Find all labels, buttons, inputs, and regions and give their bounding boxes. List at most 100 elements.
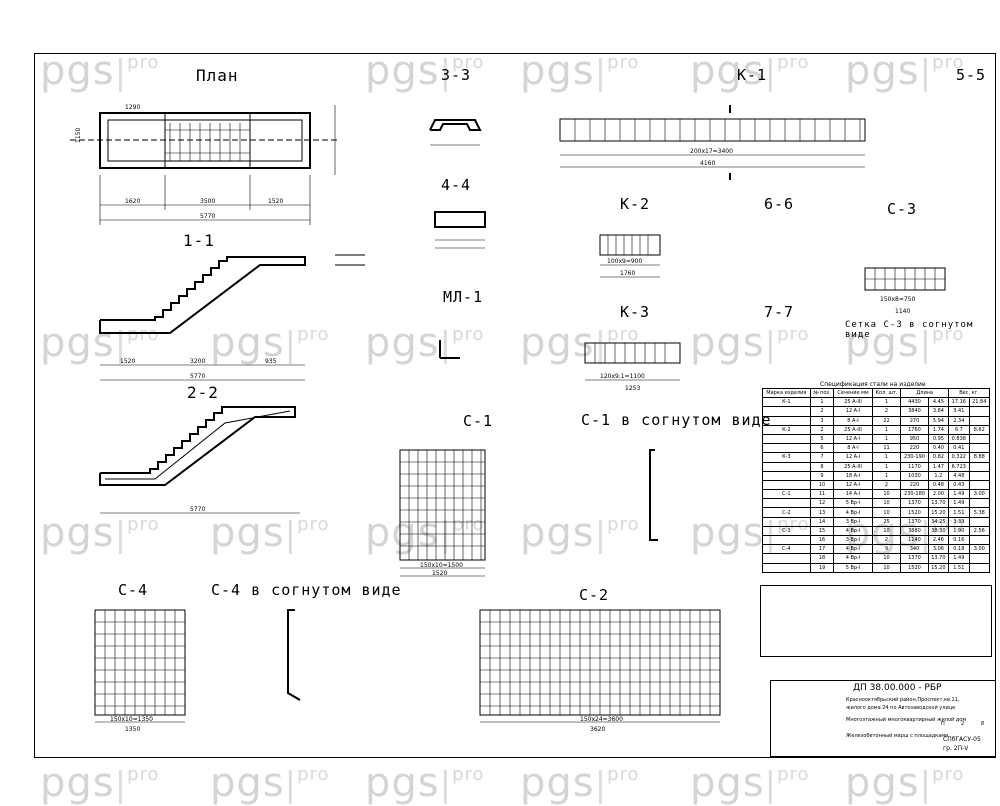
table-cell-tot: 0.43 bbox=[948, 479, 970, 491]
table-cell-tot: 2.34 bbox=[948, 415, 970, 426]
table-cell-pos: 13 bbox=[809, 507, 835, 518]
table-cell-pos: 15 bbox=[809, 525, 835, 537]
table-cell-sec: 18 А-I bbox=[833, 470, 873, 481]
sheet-number: 2 bbox=[961, 721, 965, 727]
table-cell-tot: 3.39 bbox=[948, 516, 970, 527]
c4-bent-drawing bbox=[287, 609, 301, 701]
table-cell-sum: 5.38 bbox=[968, 507, 991, 518]
table-cell-qty: 1 bbox=[871, 452, 902, 463]
table-cell-len: 1170 bbox=[900, 461, 929, 472]
table-cell-w: 4.45 bbox=[927, 397, 950, 408]
table-cell-sec: 8 А-I bbox=[833, 443, 873, 454]
table-cell-sum bbox=[968, 461, 991, 472]
c1-bent-drawing bbox=[649, 449, 658, 541]
table-cell-tot: 1.90 bbox=[948, 525, 970, 537]
table-cell-sec: 14 А-I bbox=[833, 489, 873, 500]
table-cell-w: 0.40 bbox=[927, 443, 950, 454]
table-cell-sec: 25 А-III bbox=[833, 461, 873, 472]
view-title-k1: К-1 bbox=[737, 66, 768, 84]
view-title-c1-bent: С-1 в согнутом виде bbox=[581, 411, 772, 429]
svg-text:3620: 3620 bbox=[590, 726, 605, 733]
group: гр. 2П-V bbox=[943, 745, 969, 752]
view-title-section-6-6: 6-6 bbox=[764, 195, 795, 213]
table-cell-qty: 1 bbox=[871, 424, 902, 435]
table-cell-tot: 1.49 bbox=[948, 498, 970, 509]
section-4-4-drawing bbox=[434, 211, 486, 249]
table-cell-qty: 10 bbox=[871, 562, 902, 573]
table-cell-pos: 7 bbox=[809, 452, 835, 463]
table-cell-mark bbox=[762, 443, 811, 454]
svg-text:1760: 1760 bbox=[620, 270, 635, 277]
table-cell-tot: 0.16 bbox=[948, 534, 970, 546]
table-cell-tot: 0.322 bbox=[948, 452, 970, 463]
table-cell-sum bbox=[968, 433, 991, 445]
table-cell-pos: 12 bbox=[809, 498, 835, 509]
table-cell-w: 34.25 bbox=[927, 516, 950, 527]
table-cell-mark: К-3 bbox=[762, 452, 811, 463]
table-cell-sec: 4 Вр-I bbox=[833, 525, 873, 537]
table-cell-pos: 8 bbox=[809, 461, 835, 472]
table-cell-len: 230-180 bbox=[900, 489, 929, 500]
table-cell-sum bbox=[968, 406, 991, 417]
table-cell-qty: 11 bbox=[871, 443, 902, 454]
address-line-1: Краснооктябрьский район,Проспект,кв.11, bbox=[846, 697, 960, 703]
view-title-plan: План bbox=[196, 66, 239, 85]
table-cell-mark bbox=[762, 406, 811, 417]
address-line-2: жилого дома 24 по Автозаводской улице bbox=[846, 705, 956, 711]
table-cell-sec: 12 А-I bbox=[833, 433, 873, 445]
table-cell-w: 15.20 bbox=[927, 507, 950, 518]
svg-text:4160: 4160 bbox=[700, 160, 715, 167]
table-cell-sec: 8 А-I bbox=[833, 415, 873, 426]
c1-mesh-drawing: 150x10=1500 1520 bbox=[399, 449, 486, 577]
table-cell-mark bbox=[762, 415, 811, 426]
table-cell-len: 220 bbox=[900, 443, 929, 454]
svg-text:150x10=1500: 150x10=1500 bbox=[420, 562, 463, 569]
table-cell-w: 3.06 bbox=[927, 544, 950, 555]
table-cell-tot: 6.723 bbox=[948, 461, 970, 472]
svg-text:3500: 3500 bbox=[200, 198, 215, 205]
table-cell-pos: 2 bbox=[809, 424, 835, 435]
c2-mesh-drawing: 150x24=3600 3620 bbox=[479, 609, 721, 733]
table-cell-tot: 0.41 bbox=[948, 443, 970, 454]
view-title-c4: С-4 bbox=[118, 581, 149, 599]
table-cell-mark: К-2 bbox=[762, 424, 811, 435]
table-cell-w: 3.84 bbox=[927, 406, 950, 417]
view-title-c2: С-2 bbox=[579, 586, 610, 604]
svg-text:120x9.1=1100: 120x9.1=1100 bbox=[600, 373, 645, 380]
table-cell-tot: 0.18 bbox=[948, 544, 970, 555]
table-cell-len: 1520 bbox=[900, 507, 929, 518]
svg-text:5770: 5770 bbox=[200, 213, 215, 220]
stage-value: П bbox=[941, 721, 945, 727]
table-cell-mark: С-2 bbox=[762, 507, 811, 518]
table-cell-sum bbox=[968, 553, 991, 564]
table-cell-len: 340 bbox=[900, 544, 929, 555]
table-cell-sum bbox=[968, 415, 991, 426]
table-cell-pos: 10 bbox=[809, 479, 835, 491]
plan-view-drawing: 1620 3500 1520 5770 1290 1150 bbox=[70, 104, 340, 225]
table-cell-qty: 1 bbox=[871, 461, 902, 472]
table-cell-qty: 2 bbox=[871, 406, 902, 417]
table-cell-mark bbox=[762, 461, 811, 472]
table-cell-sec: 3 Вр-I bbox=[833, 516, 873, 527]
view-title-ml1: МЛ-1 bbox=[443, 288, 484, 306]
organization: СПбГАСУ-05 bbox=[943, 736, 981, 743]
view-title-k2: К-2 bbox=[620, 195, 651, 213]
table-cell-mark bbox=[762, 534, 811, 546]
table-cell-sum bbox=[968, 562, 991, 573]
svg-text:5770: 5770 bbox=[190, 506, 205, 513]
table-cell-sum bbox=[968, 534, 991, 546]
table-cell-w: 15.20 bbox=[927, 562, 950, 573]
table-cell-mark bbox=[762, 470, 811, 481]
table-cell-qty: 22 bbox=[871, 415, 902, 426]
table-cell-sum: 21.84 bbox=[968, 397, 991, 408]
table-cell-len: 1140 bbox=[900, 534, 929, 546]
svg-text:935: 935 bbox=[265, 358, 277, 365]
svg-text:1253: 1253 bbox=[625, 385, 640, 392]
c4-mesh-drawing: 150x10=1350 1350 bbox=[94, 609, 186, 733]
